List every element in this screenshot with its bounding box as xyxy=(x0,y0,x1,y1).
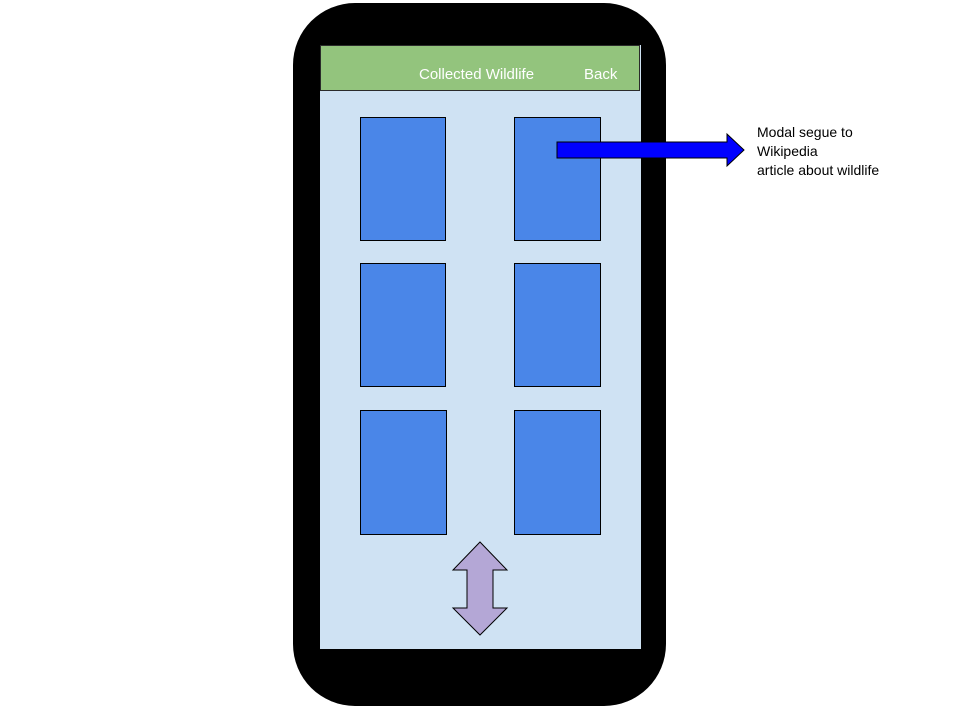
segue-annotation: Modal segue to Wikipedia article about w… xyxy=(757,123,947,180)
wildlife-tile-4[interactable] xyxy=(514,263,601,387)
wildlife-tile-6[interactable] xyxy=(514,410,601,535)
annotation-line-1: Modal segue to xyxy=(757,124,853,140)
annotation-line-3: article about wildlife xyxy=(757,162,880,178)
wildlife-tile-3[interactable] xyxy=(360,263,446,387)
wildlife-tile-5[interactable] xyxy=(360,410,447,535)
back-button[interactable]: Back xyxy=(584,66,618,83)
page-title: Collected Wildlife xyxy=(419,66,535,83)
wildlife-tile-2[interactable] xyxy=(514,117,601,241)
annotation-line-2: Wikipedia xyxy=(757,143,818,159)
navigation-bar: Collected Wildlife Back xyxy=(320,45,640,91)
wildlife-tile-1[interactable] xyxy=(360,117,446,241)
